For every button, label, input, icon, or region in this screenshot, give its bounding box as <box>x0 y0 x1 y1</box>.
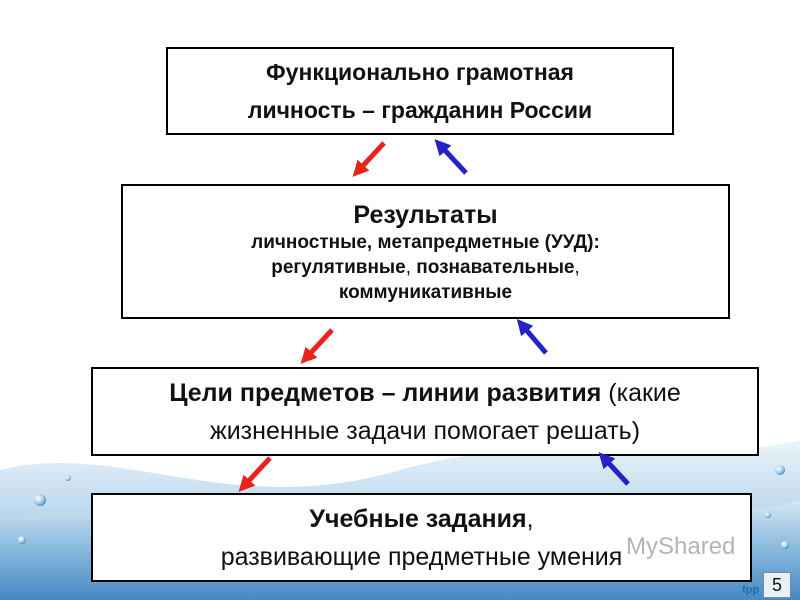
goals-line-2: жизненные задачи помогает решать) <box>93 412 757 450</box>
cognitive-label: познавательные <box>416 257 574 278</box>
goals-line-1: Цели предметов – линии развития (какие <box>93 374 757 412</box>
slide-number: 5 <box>763 572 791 598</box>
tasks-comma: , <box>527 505 534 533</box>
results-comma: , <box>575 257 580 278</box>
goals-bold-text: Цели предметов – линии развития <box>169 379 601 407</box>
myshared-watermark: MyShared <box>626 533 735 561</box>
regulative-label: регулятивные <box>271 257 406 278</box>
results-line-1: личностные, метапредметные (УУД): <box>123 230 728 255</box>
results-line-3: коммуникативные <box>123 280 728 305</box>
footer-logo: fpp <box>742 584 759 596</box>
goals-rest-text: (какие <box>601 379 680 407</box>
functional-literacy-box: Функционально грамотная личность – гражд… <box>166 47 674 135</box>
results-line-2: регулятивные, познавательные, <box>123 255 728 280</box>
top-box-line-2: личность – гражданин России <box>168 91 672 129</box>
results-separator: , <box>406 257 417 278</box>
results-box: Результаты личностные, метапредметные (У… <box>121 184 730 319</box>
tasks-bold-text: Учебные задания <box>309 505 526 533</box>
tasks-line-1: Учебные задания, <box>93 500 750 538</box>
results-title: Результаты <box>123 200 728 230</box>
top-box-line-1: Функционально грамотная <box>168 53 672 91</box>
subject-goals-box: Цели предметов – линии развития (какие ж… <box>91 367 759 456</box>
